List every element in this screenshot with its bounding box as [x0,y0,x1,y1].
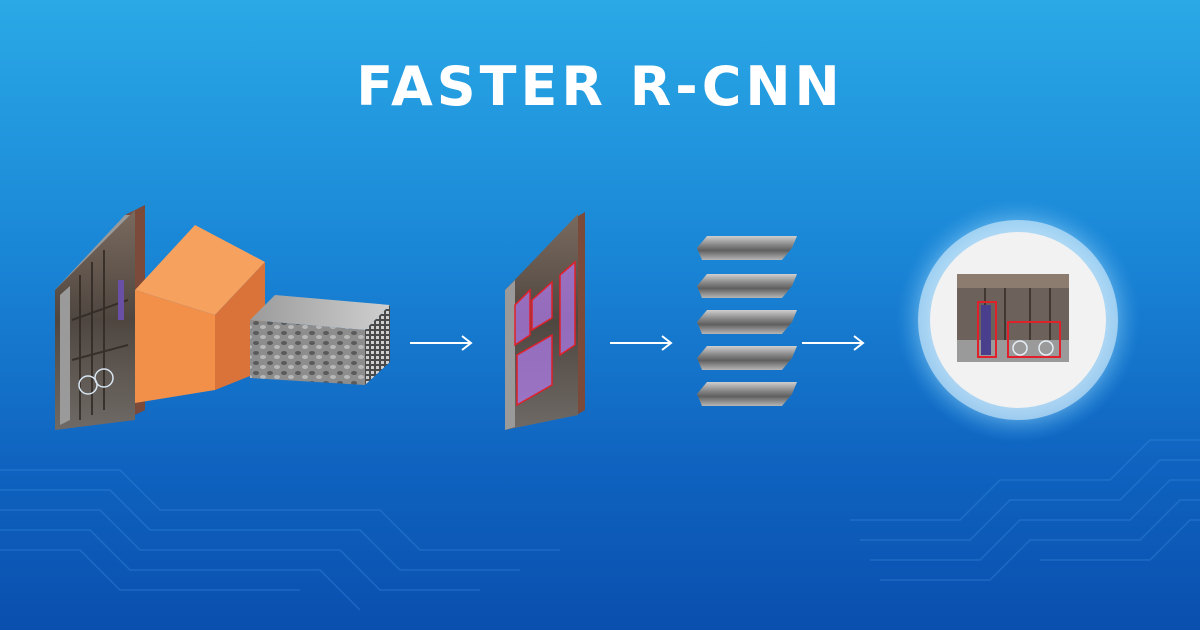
page-title: FASTER R-CNN [356,55,844,118]
roi-feature-rod [697,382,797,406]
roi-features [697,236,797,406]
arrow-right-icon [410,335,473,351]
arrow-right-icon [802,335,865,351]
detection-box-person [977,301,997,358]
cnn-block [135,225,265,403]
detection-box-bicycle [1007,321,1061,358]
region-proposals [505,212,585,430]
arrow-right-icon [610,335,673,351]
roi-feature-rod [697,236,797,260]
roi-feature-rod [697,274,797,298]
detection-result [896,198,1140,442]
roi-feature-rod [697,346,797,370]
roi-feature-rod [697,310,797,334]
feature-map [250,295,390,385]
input-image-stack [55,205,145,430]
